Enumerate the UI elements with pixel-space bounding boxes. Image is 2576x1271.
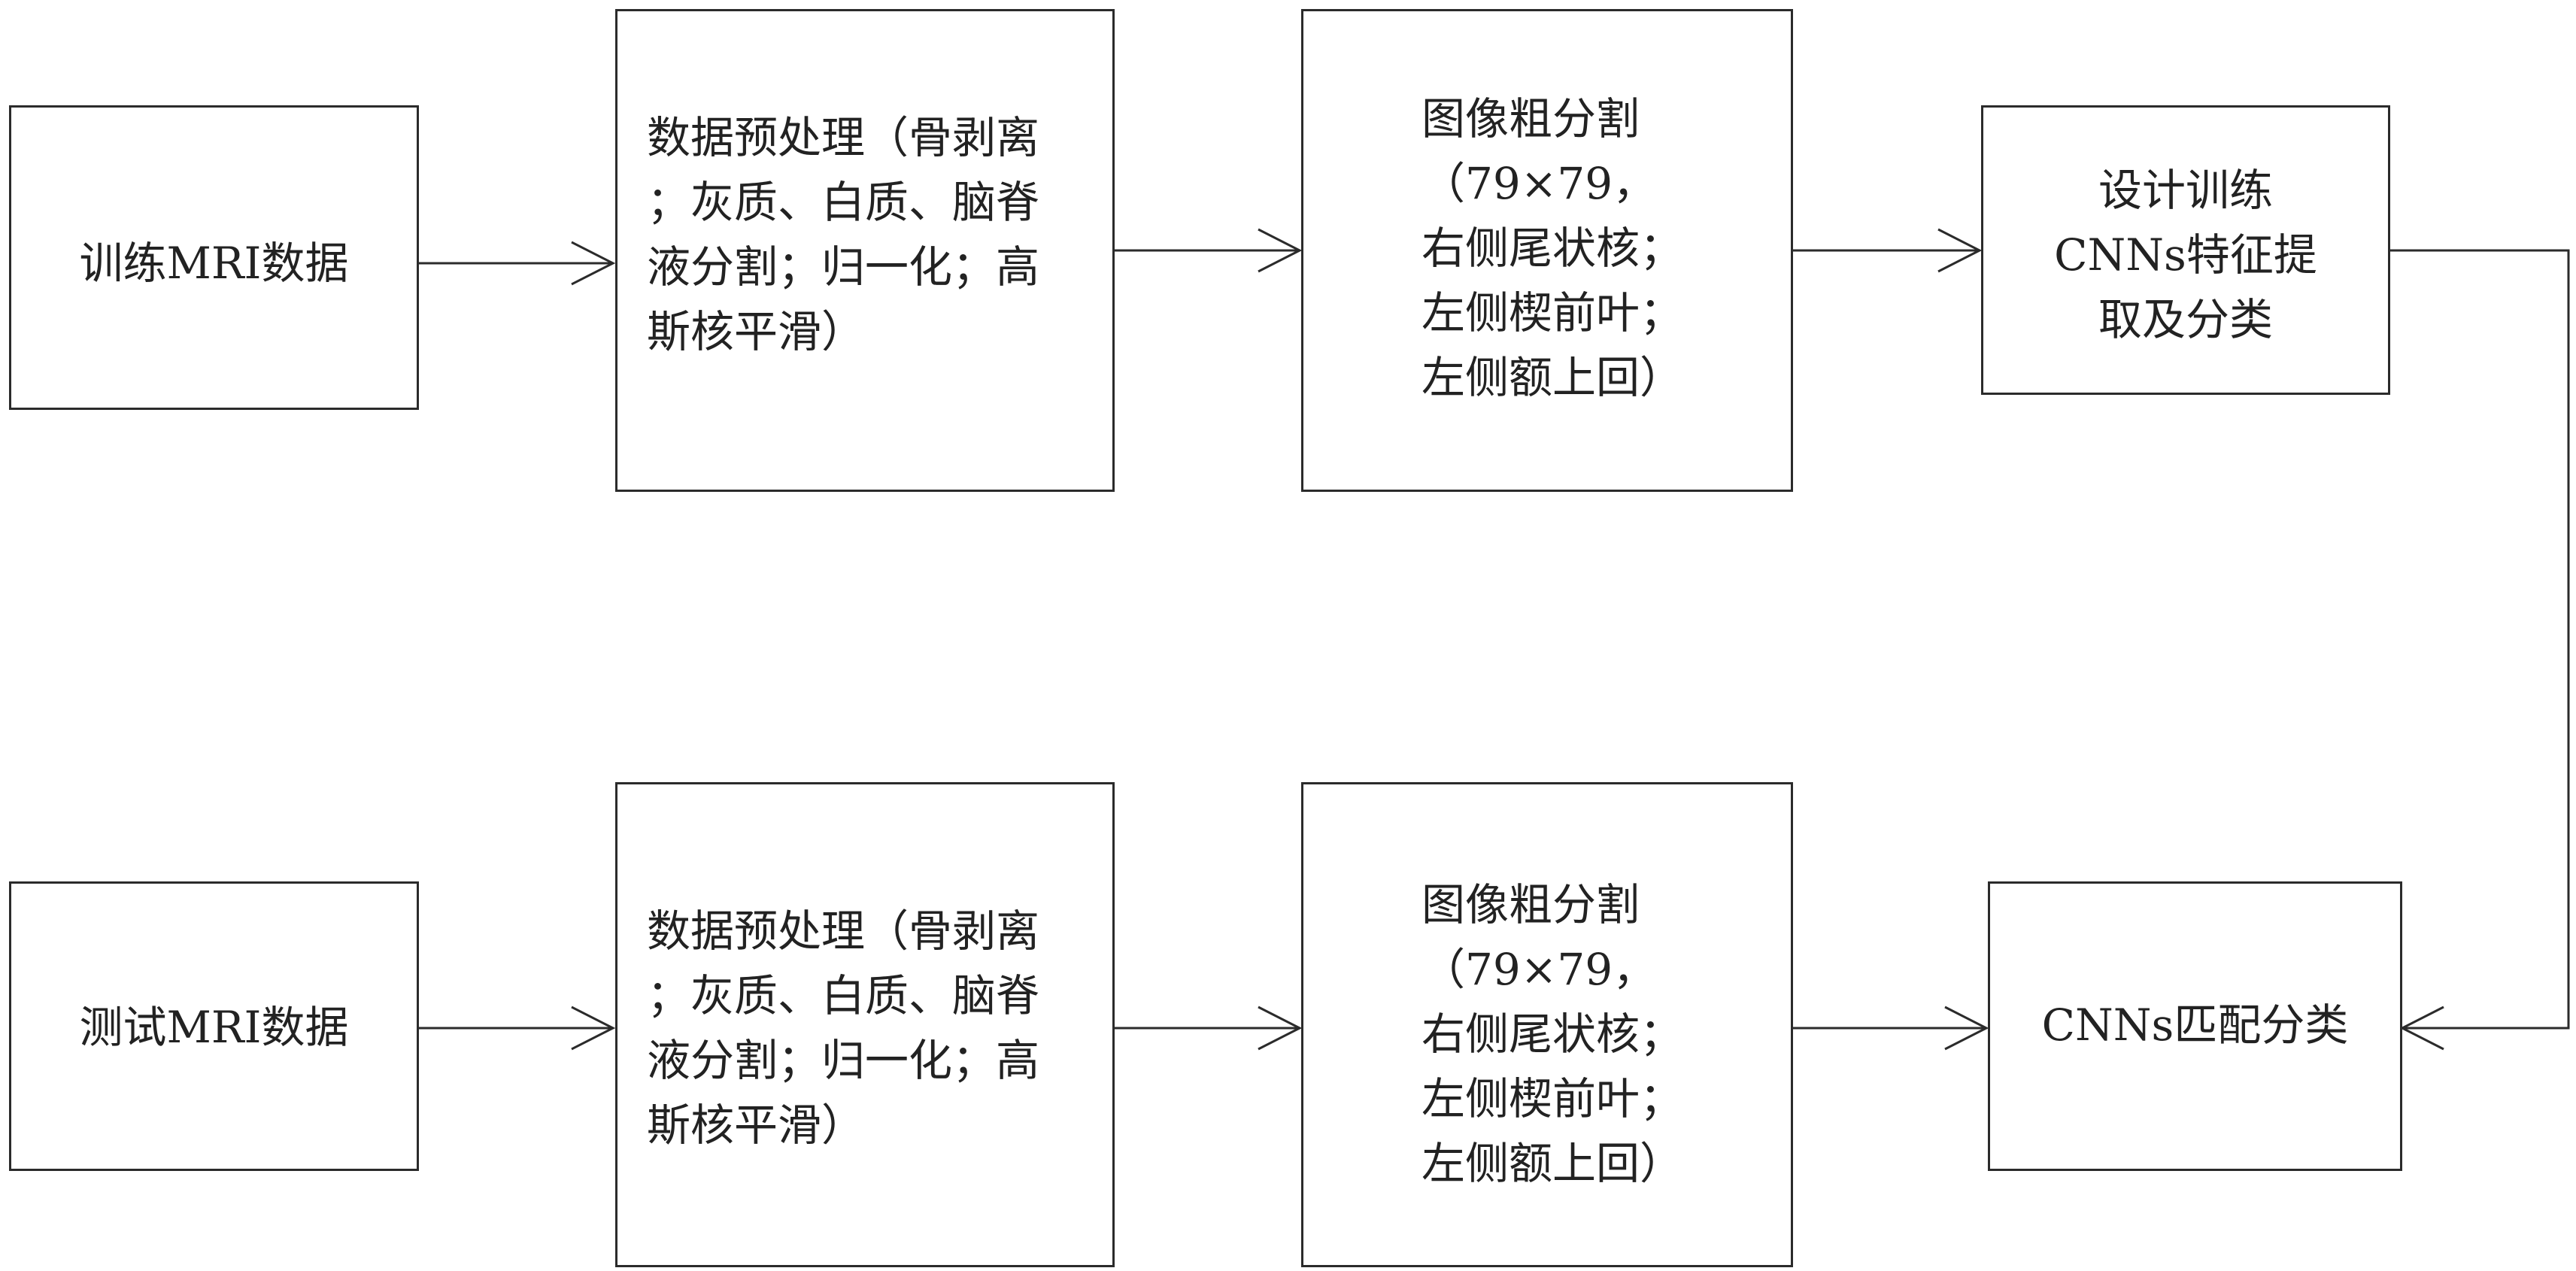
test-input-label: 测试MRI数据 <box>79 1002 349 1053</box>
test-match-label: CNNs匹配分类 <box>2041 1000 2349 1051</box>
arrow-test-input-to-preprocess <box>419 1006 616 1051</box>
train-input-label: 训练MRI数据 <box>79 238 349 289</box>
train-preprocess-label: 数据预处理（骨剥离 ；灰质、白质、脑脊 液分割；归一化；高 斯核平滑） <box>647 112 1040 357</box>
train-input-box <box>9 105 419 410</box>
arrow-design-to-match <box>2390 249 2570 1051</box>
test-segmentation-box <box>1301 782 1793 1267</box>
arrow-test-segmentation-to-match <box>1793 1006 1989 1051</box>
test-match-box <box>1988 881 2402 1171</box>
test-segmentation-label: 图像粗分割 （79×79， 右侧尾状核； 左侧楔前叶； 左侧额上回） <box>1422 879 1684 1189</box>
arrow-train-input-to-preprocess <box>419 241 616 286</box>
train-preprocess-box <box>615 9 1115 492</box>
test-preprocess-label: 数据预处理（骨剥离 ；灰质、白质、脑脊 液分割；归一化；高 斯核平滑） <box>647 905 1040 1151</box>
test-preprocess-box <box>615 782 1115 1267</box>
arrow-train-preprocess-to-segmentation <box>1115 228 1303 273</box>
test-input-box <box>9 881 419 1171</box>
train-segmentation-box <box>1301 9 1793 492</box>
train-design-label: 设计训练 CNNs特征提 取及分类 <box>2054 165 2317 345</box>
train-segmentation-label: 图像粗分割 （79×79， 右侧尾状核； 左侧楔前叶； 左侧额上回） <box>1422 93 1684 403</box>
train-design-box <box>1981 105 2390 395</box>
arrow-test-preprocess-to-segmentation <box>1115 1006 1303 1051</box>
arrow-train-segmentation-to-design <box>1793 228 1983 273</box>
